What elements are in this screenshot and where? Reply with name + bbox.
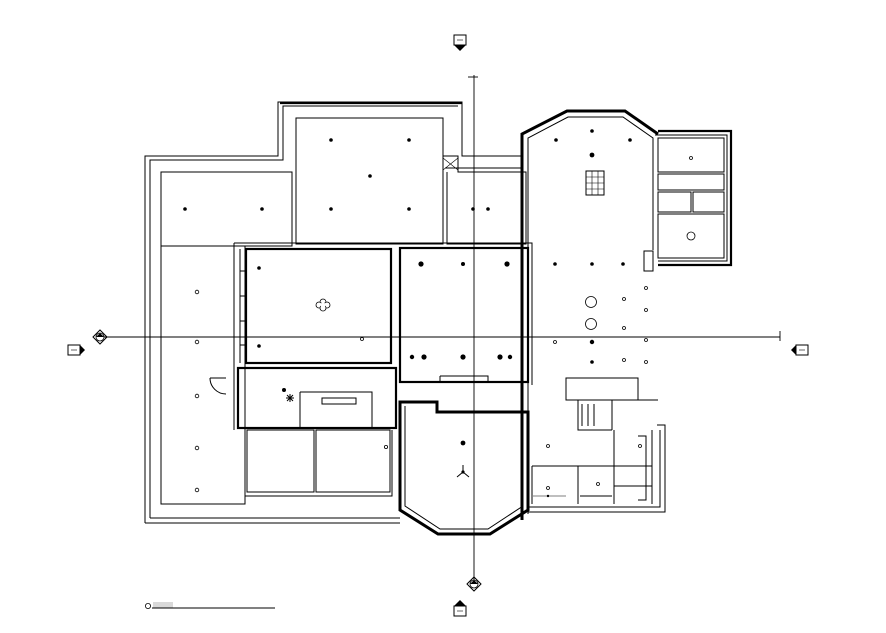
dot-icon (409, 354, 415, 360)
dot-icon (546, 494, 550, 498)
section-marker-bottom (453, 600, 467, 617)
large-circle-icon (585, 318, 597, 330)
grid-panel-icon (585, 170, 605, 196)
dot-icon (383, 444, 388, 449)
dot-icon (644, 308, 648, 312)
dot-icon (421, 354, 427, 360)
interior-rooms (160, 117, 533, 536)
dot-icon (622, 358, 626, 362)
dot-icon (628, 138, 632, 142)
fan-icon (456, 465, 470, 478)
dot-icon (257, 266, 261, 270)
dot-icon (507, 354, 513, 360)
elevation-marker-bottom (466, 576, 482, 592)
dot-icon (589, 339, 595, 345)
grid-axes (100, 75, 781, 580)
dot-icon (407, 207, 411, 211)
dot-icon (553, 340, 557, 344)
title-block (144, 602, 275, 610)
dot-icon (194, 339, 200, 345)
room-bath-a (246, 429, 315, 493)
dot-icon (183, 207, 187, 211)
drawing-number-circle (144, 603, 151, 610)
room-living (244, 247, 393, 365)
room-dining (398, 246, 530, 384)
outer-walls (144, 101, 733, 524)
dot-icon (194, 487, 200, 493)
large-circle-icon (585, 296, 597, 308)
section-marker-right (791, 344, 809, 356)
dot-icon (644, 286, 648, 290)
dot-icon (689, 156, 693, 160)
dot-icon (194, 289, 200, 295)
dot-icon (546, 486, 550, 490)
dot-icon (282, 388, 286, 392)
section-marker-top (453, 34, 467, 51)
dot-icon (644, 360, 648, 364)
dot-icon (194, 445, 200, 451)
room-kitchen (236, 366, 398, 430)
downlights (183, 129, 693, 498)
elevation-marker-left (92, 329, 108, 345)
room-upper-center (295, 117, 444, 245)
dot-icon (260, 207, 264, 211)
dot-icon (596, 482, 600, 486)
chandelier-icon (315, 298, 331, 312)
dot-icon (504, 261, 510, 267)
room-upper-left (160, 171, 293, 247)
dot-icon (461, 262, 465, 266)
dot-icon (329, 207, 333, 211)
dot-icon (622, 297, 626, 301)
dot-icon (553, 262, 557, 266)
dot-icon (638, 444, 642, 448)
dot-icon (554, 138, 558, 142)
right-wing-rooms (531, 137, 725, 504)
dot-icon (360, 337, 364, 341)
dot-icon (329, 138, 333, 142)
section-marker-left (67, 344, 85, 356)
dot-icon (194, 393, 200, 399)
dot-icon (622, 326, 626, 330)
dot-icon (621, 262, 625, 266)
dot-icon (590, 262, 594, 266)
drawing-caption-box (153, 602, 173, 608)
dot-icon (407, 138, 411, 142)
room-bath-b (315, 429, 391, 493)
dot-icon (590, 129, 594, 133)
room-bay (398, 400, 530, 536)
dot-icon (589, 152, 595, 158)
dot-icon (486, 207, 490, 211)
dot-icon (418, 261, 424, 267)
feature-lights (585, 231, 696, 330)
dot-icon (257, 344, 261, 348)
dot-icon (460, 354, 466, 360)
dot-icon (368, 174, 372, 178)
stair-landing (565, 377, 639, 401)
dot-icon (460, 440, 466, 446)
dot-icon (471, 207, 475, 211)
dot-icon (590, 360, 594, 364)
dot-icon (644, 338, 648, 342)
star-fixture-icon (286, 394, 294, 402)
room-west (160, 245, 246, 505)
dot-icon (546, 444, 550, 448)
large-circle-icon (686, 231, 696, 241)
dot-icon (497, 354, 503, 360)
